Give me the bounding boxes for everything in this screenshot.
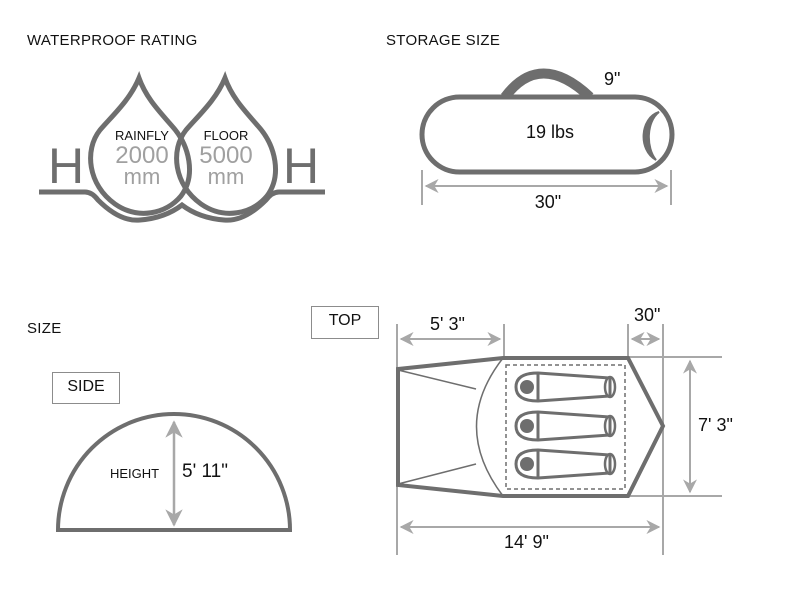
- top-view-label: TOP: [311, 306, 379, 339]
- floor-drop-icon: [174, 70, 278, 216]
- floor-unit: mm: [207, 164, 245, 189]
- height-value: 5' 11": [182, 461, 228, 482]
- sleeping-bag-icon: [514, 448, 617, 480]
- waterproof-icon: [39, 70, 325, 223]
- tent-side-profile: [55, 412, 293, 532]
- h-right-glyph: H: [283, 138, 319, 194]
- storage-bag-icon: [419, 68, 675, 175]
- tent-top-outline: [396, 324, 722, 555]
- inner-tent-floor: [505, 364, 626, 490]
- storage-weight: 19 lbs: [525, 122, 575, 142]
- storage-length: 30": [534, 192, 562, 212]
- width-value: 7' 3": [698, 415, 733, 435]
- rainfly-label: RAINFLY: [115, 128, 169, 143]
- storage-diameter: 9": [604, 69, 621, 89]
- floor-value: 5000: [199, 142, 253, 169]
- height-label: HEIGHT: [110, 466, 160, 481]
- floor-label: FLOOR: [203, 128, 249, 143]
- rainfly-drop-icon: [88, 70, 192, 216]
- storage-size-heading: STORAGE SIZE: [386, 32, 501, 49]
- size-heading: SIZE: [27, 320, 62, 337]
- rear-extension-value: 30": [634, 305, 661, 325]
- vestibule-length-value: 5' 3": [430, 314, 465, 334]
- h-left-glyph: H: [48, 138, 84, 194]
- rainfly-value: 2000: [115, 142, 169, 169]
- sleeping-bag-icon: [514, 410, 617, 442]
- rainfly-unit: mm: [123, 164, 161, 189]
- sleeping-bag-icon: [514, 371, 617, 403]
- side-view-label: SIDE: [52, 372, 120, 404]
- total-length-value: 14' 9": [504, 532, 549, 552]
- waterproof-rating-heading: WATERPROOF RATING: [27, 32, 198, 49]
